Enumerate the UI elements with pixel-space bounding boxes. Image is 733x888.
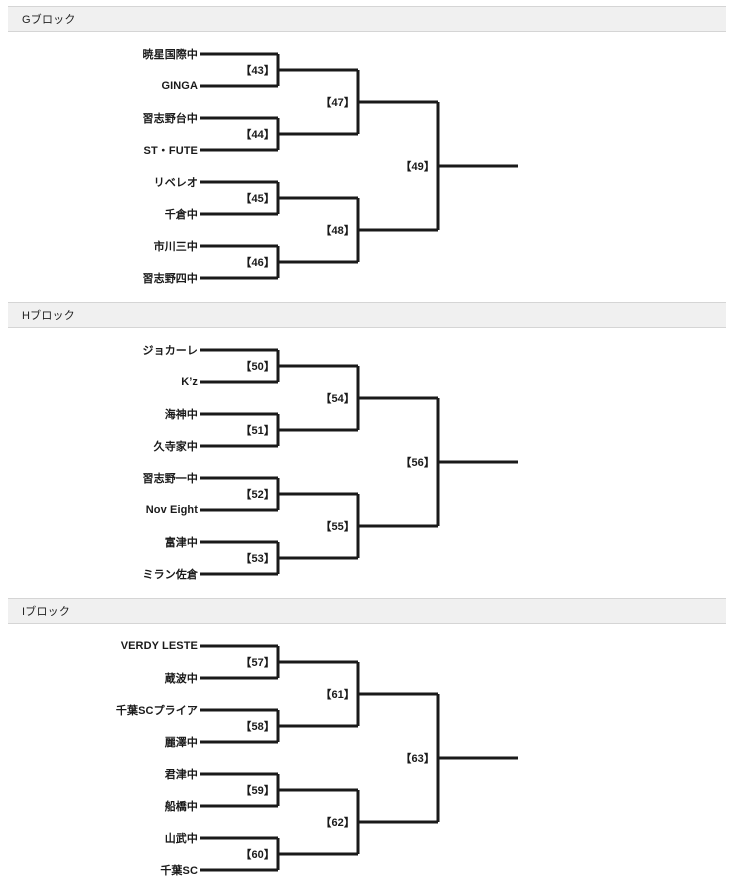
match-number: 【44】 — [240, 129, 275, 141]
block-header-i: Iブロック — [8, 598, 726, 624]
team-name: 習志野四中 — [142, 273, 198, 285]
block-header-label-g: Gブロック — [22, 14, 76, 26]
block-header-g: Gブロック — [8, 6, 726, 32]
bracket-lines-h — [200, 348, 518, 576]
team-name: リベレオ — [153, 177, 198, 189]
team-name: K’z — [181, 376, 198, 388]
team-name: VERDY LESTE — [120, 640, 198, 652]
team-name: 船橋中 — [164, 801, 198, 813]
block-header-label-h: Hブロック — [22, 310, 75, 322]
team-name: 市川三中 — [153, 241, 198, 253]
team-name: GINGA — [161, 80, 198, 92]
team-name: 習志野一中 — [142, 473, 198, 485]
team-name: 千葉SCプライア — [115, 705, 198, 717]
team-name: 山武中 — [164, 833, 198, 845]
team-name: ST・FUTE — [143, 145, 198, 157]
bracket-block-h: Hブロック — [0, 296, 733, 592]
match-number: 【63】 — [400, 753, 435, 765]
bracket-block-i: Iブロック — [0, 592, 733, 888]
match-number: 【52】 — [240, 489, 275, 501]
match-number: 【49】 — [400, 161, 435, 173]
bracket-block-g: Gブロック — [0, 0, 733, 296]
match-number: 【56】 — [400, 457, 435, 469]
team-name: ミラン佐倉 — [142, 569, 198, 581]
team-name: 千倉中 — [164, 209, 198, 221]
bracket-lines-g — [200, 52, 518, 280]
team-name: 習志野台中 — [142, 113, 198, 125]
match-number: 【58】 — [240, 721, 275, 733]
block-header-label-i: Iブロック — [22, 606, 71, 618]
team-name: 久寺家中 — [153, 441, 198, 453]
bracket-lines-i — [200, 644, 518, 872]
team-name: ジョカーレ — [142, 345, 198, 357]
match-number: 【62】 — [320, 817, 355, 829]
team-name: 暁星国際中 — [142, 49, 198, 61]
match-number: 【59】 — [240, 785, 275, 797]
block-header-h: Hブロック — [8, 302, 726, 328]
match-number: 【54】 — [320, 393, 355, 405]
team-name: 千葉SC — [160, 865, 198, 877]
match-number: 【53】 — [240, 553, 275, 565]
team-name: Nov Eight — [145, 504, 198, 516]
bracket-area-h: ジョカーレ K’z 海神中 久寺家中 習志野一中 Nov Eight 富津中 ミ… — [0, 328, 733, 592]
team-name: 海神中 — [164, 409, 198, 421]
match-number: 【61】 — [320, 689, 355, 701]
match-number: 【55】 — [320, 521, 355, 533]
match-number: 【46】 — [240, 257, 275, 269]
match-number: 【51】 — [240, 425, 275, 437]
bracket-area-g: 暁星国際中 GINGA 習志野台中 ST・FUTE リベレオ 千倉中 市川三中 … — [0, 32, 733, 296]
match-number: 【60】 — [240, 849, 275, 861]
match-number: 【48】 — [320, 225, 355, 237]
match-number: 【45】 — [240, 193, 275, 205]
team-name: 富津中 — [164, 537, 198, 549]
match-number: 【43】 — [240, 65, 275, 77]
team-name: 麗澤中 — [164, 737, 198, 749]
match-number: 【47】 — [320, 97, 355, 109]
team-name: 君津中 — [164, 769, 198, 781]
team-name: 蔵波中 — [164, 673, 198, 685]
match-number: 【57】 — [240, 657, 275, 669]
match-number: 【50】 — [240, 361, 275, 373]
bracket-area-i: VERDY LESTE 蔵波中 千葉SCプライア 麗澤中 君津中 船橋中 山武中… — [0, 624, 733, 888]
